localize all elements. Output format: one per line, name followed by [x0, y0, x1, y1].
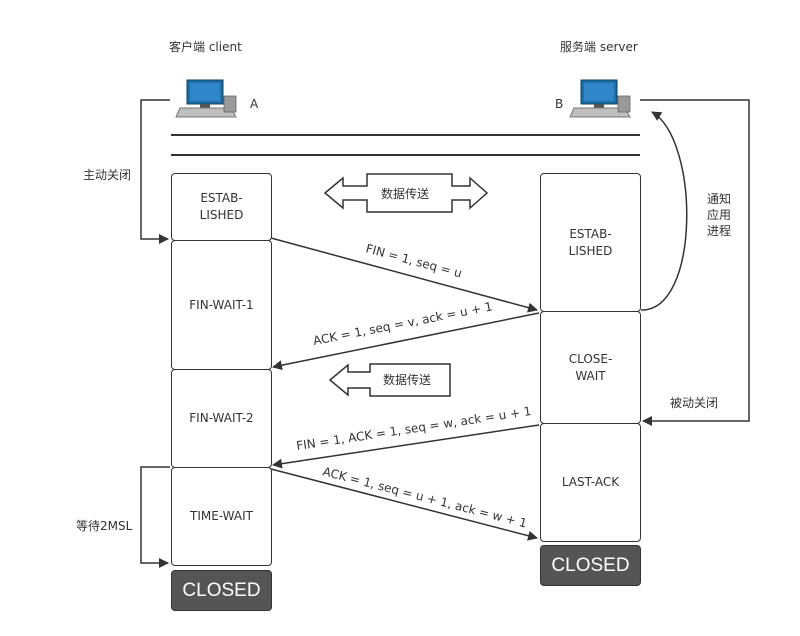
bidirectional-data-arrow: [323, 173, 489, 213]
server-established-line2: LISHED: [568, 243, 613, 258]
server-state-close-wait: CLOSE- WAIT: [540, 311, 641, 424]
notify-curve-arrow: [640, 111, 688, 311]
client-established-line2: LISHED: [199, 208, 244, 222]
message-label-4: ACK = 1, seq = u + 1, ack = w + 1: [321, 464, 528, 530]
client-established-line1: ESTAB-: [200, 191, 243, 205]
wait-2msl-connector: [140, 466, 170, 568]
server-letter: B: [555, 97, 564, 111]
client-state-established: ESTAB- LISHED: [171, 173, 272, 241]
notify-label-line1: 通知: [707, 192, 732, 206]
client-state-time-wait: TIME-WAIT: [171, 467, 272, 566]
notify-label-line2: 应用: [707, 208, 732, 222]
server-state-established: ESTAB- LISHED: [540, 173, 641, 312]
active-close-label: 主动关闭: [83, 168, 132, 182]
message-arrow-2: [272, 312, 540, 371]
server-close-wait-line1: CLOSE-: [568, 351, 613, 366]
passive-close-connector: [640, 99, 750, 426]
message-arrow-4: [270, 468, 538, 541]
server-close-wait-line2: WAIT: [575, 368, 606, 383]
message-arrow-3: [272, 424, 540, 469]
server-established-line1: ESTAB-: [569, 226, 612, 241]
passive-close-label: 被动关闭: [670, 396, 719, 410]
client-state-closed: CLOSED: [171, 570, 272, 611]
server-to-client-data-label: 数据传送: [383, 372, 431, 387]
client-letter: A: [250, 97, 259, 111]
message-label-1: FIN = 1, seq = u: [364, 241, 463, 280]
server-state-closed: CLOSED: [540, 545, 641, 586]
server-state-last-ack: LAST-ACK: [540, 423, 641, 542]
message-label-3: FIN = 1, ACK = 1, seq = w, ack = u + 1: [295, 404, 532, 453]
client-title: 客户端 client: [169, 40, 242, 54]
server-to-client-data-arrow: [328, 363, 451, 397]
client-state-fin-wait-1: FIN-WAIT-1: [171, 240, 272, 370]
client-state-fin-wait-2: FIN-WAIT-2: [171, 369, 272, 468]
wait-2msl-label: 等待2MSL: [76, 519, 133, 533]
message-arrow-1: [270, 237, 538, 313]
active-close-connector: [140, 99, 170, 244]
server-title: 服务端 server: [560, 40, 638, 54]
bidirectional-data-label: 数据传送: [381, 186, 429, 201]
notify-label-line3: 进程: [707, 224, 732, 238]
